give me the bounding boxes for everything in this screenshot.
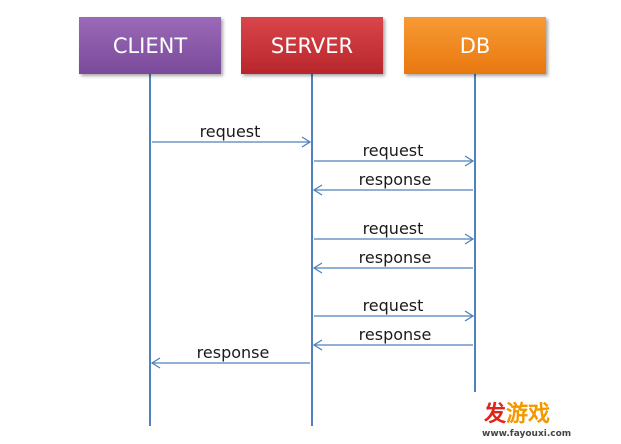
- message-2: request: [314, 141, 475, 167]
- message-2-label: request: [363, 141, 424, 160]
- message-4: request: [314, 219, 475, 245]
- watermark-url: www.fayouxi.com: [482, 429, 571, 439]
- message-1-label: request: [200, 122, 261, 141]
- message-6-label: request: [363, 296, 424, 315]
- message-3: response: [312, 170, 473, 196]
- client-label: CLIENT: [113, 34, 188, 58]
- message-5: response: [312, 248, 473, 274]
- watermark-cn-text: 发游戏: [483, 401, 550, 427]
- message-6: request: [314, 296, 475, 322]
- message-5-label: response: [359, 248, 432, 267]
- message-8-label: response: [197, 343, 270, 362]
- client-box: CLIENT: [79, 17, 221, 74]
- server-box: SERVER: [241, 17, 383, 74]
- message-3-label: response: [359, 170, 432, 189]
- watermark-logo: 发游戏 www.fayouxi.com: [482, 401, 571, 439]
- message-8: response: [150, 343, 310, 369]
- server-label: SERVER: [271, 34, 353, 58]
- message-7-label: response: [359, 325, 432, 344]
- message-4-label: request: [363, 219, 424, 238]
- db-box: DB: [404, 17, 546, 74]
- db-label: DB: [460, 34, 491, 58]
- message-7: response: [312, 325, 473, 351]
- message-1: request: [152, 122, 312, 148]
